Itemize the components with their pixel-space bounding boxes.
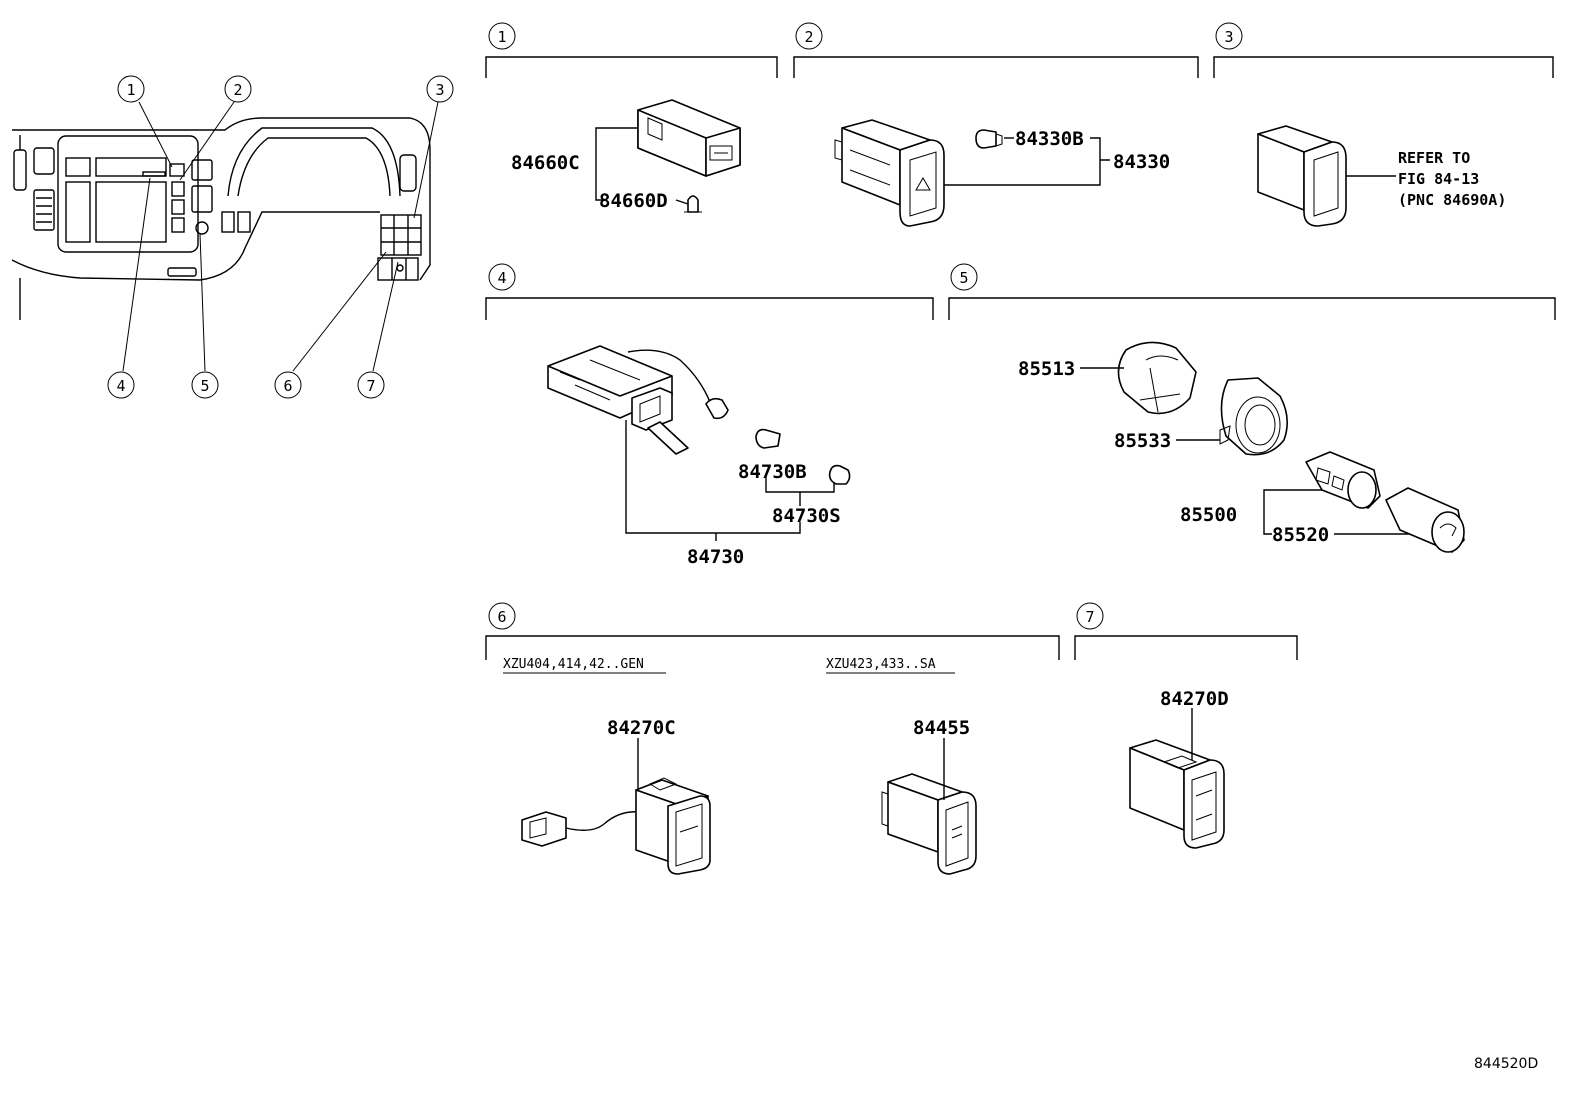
variant-sa-label: XZU423,433..SA [826,657,936,672]
part-85513: 85513 [1018,358,1075,380]
callout-2: 2 [224,75,252,103]
callout-1: 1 [117,75,145,103]
part-84730: 84730 [687,546,744,568]
svg-text:1: 1 [126,81,135,99]
section-7-number: 7 [1085,608,1094,626]
part-84330: 84330 [1113,151,1170,173]
figure-id: 844520D [1474,1056,1538,1072]
part-84730S: 84730S [772,505,841,527]
section-5-number: 5 [959,269,968,287]
svg-text:6: 6 [283,377,292,395]
svg-text:4: 4 [116,377,125,395]
callout-5: 5 [191,371,219,399]
svg-text:3: 3 [435,81,444,99]
variant-gen-label: XZU404,414,42..GEN [503,657,644,672]
refer-note-line-1: REFER TO [1398,149,1470,167]
section-6: XZU404,414,42..GEN XZU423,433..SA 84270C… [503,657,977,875]
svg-text:2: 2 [233,81,242,99]
part-85520: 85520 [1272,524,1329,546]
section-3-number: 3 [1224,28,1233,46]
callout-7: 7 [357,371,385,399]
part-84660C: 84660C [511,152,580,174]
part-84730B: 84730B [738,461,807,483]
section-4-number: 4 [497,269,506,287]
part-84455: 84455 [913,717,970,739]
section-1: 84660C 84660D [511,99,741,213]
svg-text:7: 7 [366,377,375,395]
part-84330B: 84330B [1015,128,1084,150]
section-6-number: 6 [497,608,506,626]
section-3: REFER TO FIG 84-13 (PNC 84690A) [1257,125,1506,227]
svg-text:5: 5 [200,377,209,395]
section-5: 85513 85533 85500 85520 [1018,341,1465,553]
section-2: 84330B 84330 [834,119,1170,227]
section-2-number: 2 [804,28,813,46]
refer-note-line-3: (PNC 84690A) [1398,191,1506,209]
part-84270D: 84270D [1160,688,1229,710]
callout-3: 3 [426,75,454,103]
part-84270C: 84270C [607,717,676,739]
part-85533: 85533 [1114,430,1171,452]
section-4: 84730B 84730S 84730 [547,345,851,568]
switch-block [377,214,422,281]
dashboard-overview: 1 2 3 4 5 6 7 [11,75,454,399]
callout-4: 4 [107,371,135,399]
callout-6: 6 [274,371,302,399]
part-84660D: 84660D [599,190,668,212]
part-85500: 85500 [1180,504,1237,526]
section-1-number: 1 [497,28,506,46]
refer-note-line-2: FIG 84-13 [1398,170,1479,188]
section-headers: 1 2 3 4 5 6 7 [485,22,1556,660]
section-7: 84270D [1129,688,1229,849]
